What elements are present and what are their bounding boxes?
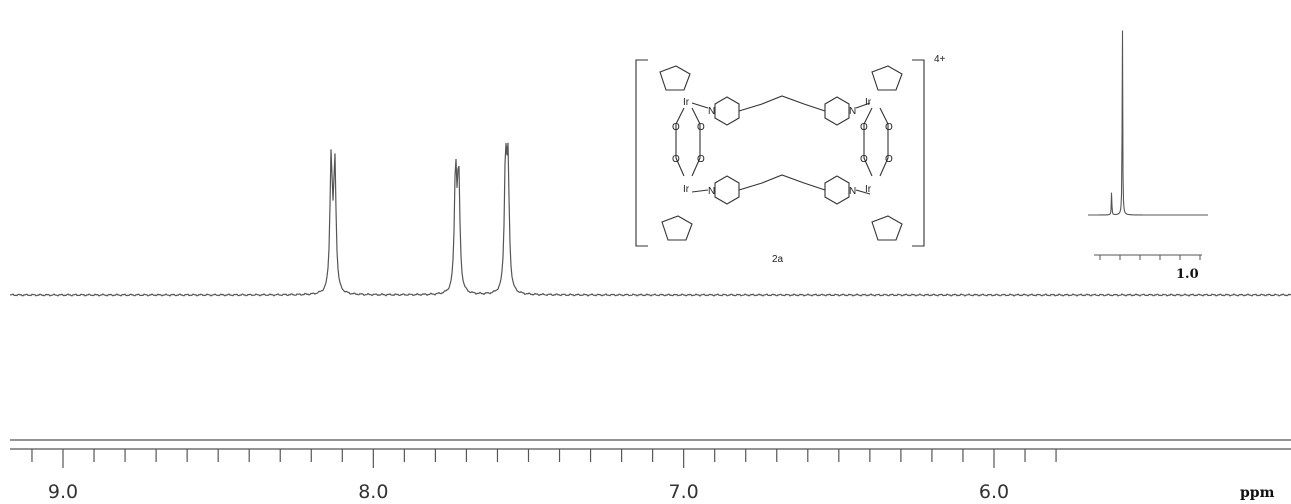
oxalate-bridge bbox=[863, 107, 889, 177]
x-axis-label: ppm bbox=[1240, 485, 1275, 501]
molecule-labels: Ir Ir Ir Ir N N N N O O O O O O O O 4+ 2… bbox=[672, 54, 946, 265]
oxygen-label: O bbox=[697, 154, 705, 165]
ir-n-bond bbox=[855, 102, 871, 109]
ir-n-bond bbox=[855, 189, 871, 195]
cp-star-ring bbox=[661, 215, 693, 241]
cp-star-ring bbox=[871, 65, 903, 91]
molecule-structure bbox=[635, 59, 925, 247]
inset-trace bbox=[1088, 30, 1208, 216]
pyridine-ring bbox=[714, 96, 740, 126]
metal-label: Ir bbox=[865, 97, 872, 108]
oxygen-label: O bbox=[860, 122, 868, 133]
x-tick-label: 7.0 bbox=[669, 481, 699, 503]
oxygen-label: O bbox=[885, 154, 893, 165]
oxygen-label: O bbox=[672, 154, 680, 165]
cp-star-ring bbox=[659, 65, 691, 91]
compound-label: 2a bbox=[772, 254, 784, 265]
metal-label: Ir bbox=[865, 184, 872, 195]
nitrogen-label: N bbox=[708, 106, 715, 117]
x-tick-label: 8.0 bbox=[358, 481, 388, 503]
vinyl-linker bbox=[738, 95, 826, 112]
oxygen-label: O bbox=[672, 122, 680, 133]
metal-label: Ir bbox=[683, 97, 690, 108]
nitrogen-label: N bbox=[849, 186, 856, 197]
pyridine-ring bbox=[824, 96, 850, 126]
pyridine-ring bbox=[714, 175, 740, 205]
inset-spectrum: 1.0 bbox=[1088, 30, 1208, 282]
cp-star-ring bbox=[871, 215, 903, 241]
ir-n-bond bbox=[691, 102, 709, 109]
oxygen-label: O bbox=[885, 122, 893, 133]
spectrum-trace bbox=[9, 142, 1291, 297]
nitrogen-label: N bbox=[708, 186, 715, 197]
pyridine-ring bbox=[824, 175, 850, 205]
ir-n-bond bbox=[691, 189, 709, 193]
oxalate-bridge bbox=[675, 107, 701, 177]
left-bracket bbox=[635, 59, 648, 247]
compound-charge: 4+ bbox=[934, 54, 946, 65]
metal-label: Ir bbox=[683, 184, 690, 195]
oxygen-label: O bbox=[860, 154, 868, 165]
inset-axis-ticks bbox=[1099, 255, 1201, 260]
x-axis-ticks bbox=[31, 449, 1057, 468]
vinyl-linker bbox=[738, 174, 826, 191]
nitrogen-label: N bbox=[849, 106, 856, 117]
inset-axis-label: 1.0 bbox=[1176, 267, 1199, 282]
oxygen-label: O bbox=[697, 122, 705, 133]
right-bracket bbox=[912, 59, 925, 247]
x-tick-label: 6.0 bbox=[979, 481, 1009, 503]
x-axis-tick-labels: 9.0 8.0 7.0 6.0 bbox=[48, 481, 1009, 503]
x-tick-label: 9.0 bbox=[48, 481, 78, 503]
